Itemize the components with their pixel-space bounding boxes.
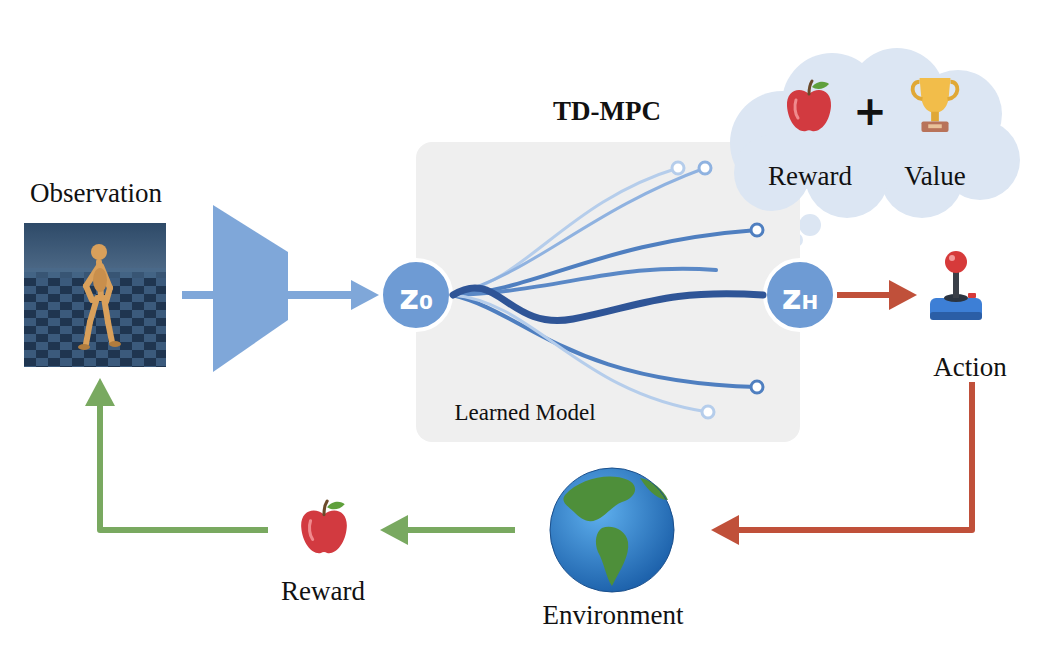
latent-circle: zH [763, 258, 837, 332]
reward-arrow [402, 527, 515, 533]
arrow-head [351, 280, 379, 310]
encoder-arrow [182, 291, 357, 299]
panel-title: TD-MPC [553, 96, 661, 127]
thought-cloud-node: Reward+ Value [722, 48, 1022, 218]
arrow-head [380, 515, 408, 545]
globe-icon [550, 468, 674, 592]
latent-label: z0 [399, 280, 433, 314]
panel-caption: Learned Model [454, 400, 595, 426]
node-label: Observation [30, 178, 162, 209]
arrow-head [85, 378, 115, 406]
joystick-icon [930, 251, 982, 320]
apple-icon [301, 501, 347, 553]
cloud-label: Value [904, 161, 965, 192]
cloud-label: Reward [768, 161, 852, 192]
action-node: Action [915, 252, 1025, 382]
environment-node: Environment [515, 462, 711, 638]
action-arrow [733, 382, 972, 530]
node-label: Environment [543, 600, 684, 631]
feedback-arrow [100, 400, 268, 530]
node-label: Reward [281, 576, 365, 607]
node-label: Action [933, 352, 1007, 383]
action-arrow [837, 292, 895, 298]
arrow-head [889, 280, 917, 310]
planned-trajectory [453, 288, 763, 321]
latent-circle: z0 [379, 258, 453, 332]
plus-sign: + [853, 88, 887, 134]
reward-node: Reward [268, 490, 380, 608]
observation-image [24, 223, 166, 367]
encoder-trapezoid [213, 205, 288, 372]
thought-bubble [799, 214, 821, 236]
observation-frame: Observation [10, 172, 182, 372]
arrow-head [711, 515, 739, 545]
latent-label: zH [782, 280, 819, 314]
